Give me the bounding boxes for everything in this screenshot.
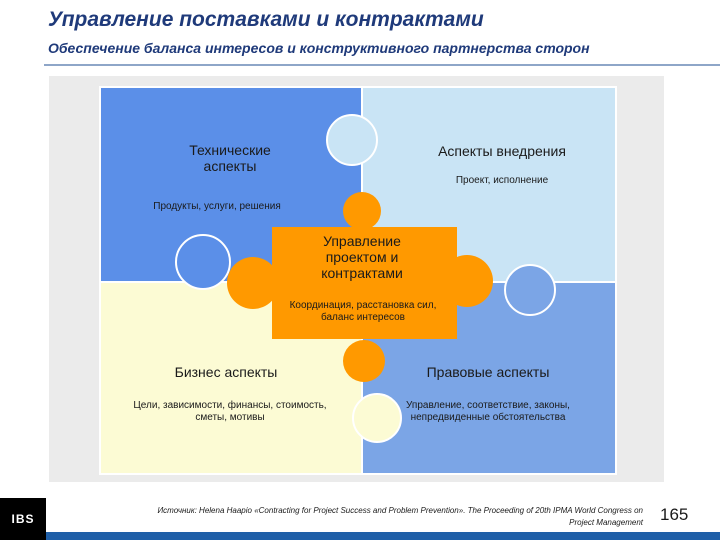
header-divider	[44, 64, 720, 66]
center-knob-top	[343, 192, 381, 230]
slide-title: Управление поставками и контрактами	[48, 8, 484, 31]
source-line-1: Источник: Helena Haapio «Contracting for…	[157, 506, 643, 515]
technical-aspects-title: Технические аспекты	[189, 142, 271, 175]
technical-aspects-subtitle: Продукты, услуги, решения	[153, 201, 281, 212]
implementation-aspects-title: Аспекты внедрения	[438, 143, 566, 159]
center-piece	[272, 227, 457, 339]
center-knob-bottom	[343, 340, 385, 382]
source-line-2: Project Management	[569, 518, 643, 527]
slide-subtitle: Обеспечение баланса интересов и конструк…	[48, 40, 590, 56]
center-knob-left	[227, 257, 279, 309]
source-citation: Источник: Helena Haapio «Contracting for…	[58, 505, 643, 529]
puzzle-knob-legal	[504, 264, 556, 316]
footer-bar	[46, 532, 720, 540]
ibs-logo: IBS	[0, 498, 46, 540]
puzzle-knob-implementation	[326, 114, 378, 166]
implementation-aspects-subtitle: Проект, исполнение	[455, 175, 549, 186]
legal-aspects-title: Правовые аспекты	[426, 364, 550, 380]
page-number: 165	[660, 505, 689, 524]
legal-aspects-subtitle: Управление, соответствие, законы, непред…	[406, 400, 570, 423]
puzzle-knob-technical	[175, 234, 231, 290]
center-subtitle: Координация, расстановка сил, баланс инт…	[289, 300, 437, 323]
puzzle-knob-business	[352, 393, 402, 443]
business-aspects-subtitle: Цели, зависимости, финансы, стоимость, с…	[133, 400, 327, 423]
business-aspects-title: Бизнес аспекты	[174, 364, 278, 380]
center-title: Управление проектом и контрактами	[321, 233, 403, 282]
